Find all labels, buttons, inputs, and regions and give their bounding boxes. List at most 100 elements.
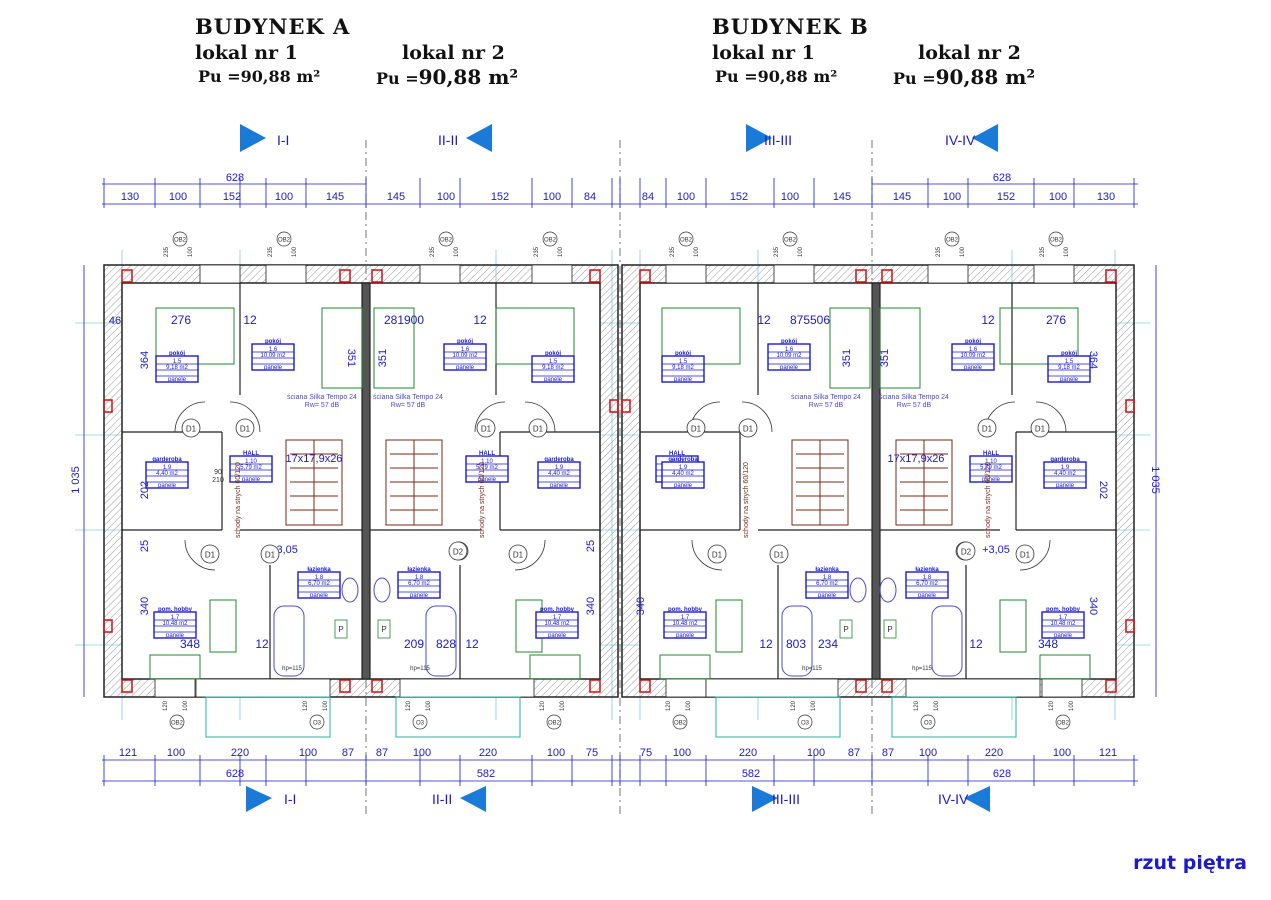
room-hall-a-floor: panele <box>242 477 261 483</box>
window-tag-bottom-6: O3 <box>920 714 936 730</box>
room-lazienka-a-number: 1.8 <box>315 575 324 581</box>
door-tag-d1b-3: D1 <box>508 544 528 564</box>
room-hobby-a-floor: panele <box>166 633 185 639</box>
window-tag-top-0: OB2 <box>172 231 188 247</box>
inner-dim-d-202: 202 <box>1097 481 1109 499</box>
door-tag-d1-0: D1 <box>181 418 201 438</box>
building-b-unit1-area: Pu =90,88 m² <box>715 67 838 86</box>
room-garderoba-b-area: 4,40 m2 <box>548 471 570 477</box>
hp-label-1: hp=115 <box>410 666 430 672</box>
svg-text:O3: O3 <box>924 721 933 727</box>
inner-dim-d-276: 276 <box>1046 313 1066 327</box>
svg-text:D2: D2 <box>961 548 972 557</box>
room-pokoj-1c-number: 1.5 <box>679 359 688 365</box>
top-total-a: 628 <box>226 172 244 184</box>
room-pokoj-2a-area: 10,09 m2 <box>260 353 286 359</box>
room-hobby-a-area: 10,48 m2 <box>162 621 188 627</box>
inner-dim-a-364: 364 <box>139 351 151 369</box>
room-hobby-b-name: pom. hobby <box>540 607 575 613</box>
room-garderoba-d-area: 4,40 m2 <box>1054 471 1076 477</box>
top-dim-a-8: 100 <box>543 191 561 203</box>
section-mark-3-bottom: III-III <box>772 791 800 807</box>
inner-dim-a-46: 46 <box>109 315 121 327</box>
stair-label-b: 17x17,9x26 <box>888 453 945 465</box>
left-side-dimension: 1 035 <box>70 466 82 494</box>
section-mark-2-bottom: II-II <box>432 791 452 807</box>
door-tag-d1b-1: D1 <box>260 544 280 564</box>
window-dim-bottom-a-4: 120 <box>666 700 672 711</box>
section-mark-4-bottom: IV-IV <box>938 791 969 807</box>
room-garderoba-a-name: garderoba <box>152 457 182 463</box>
bottom-dim-b-1: 100 <box>673 747 691 759</box>
room-hobby-b-number: 1.7 <box>553 615 562 621</box>
section-mark-2-top: II-II <box>438 132 458 148</box>
svg-text:OB2: OB2 <box>440 238 453 244</box>
window-tag-top-7: OB2 <box>1048 231 1064 247</box>
bottom-dim-a-1: 100 <box>167 747 185 759</box>
bottom-dim-b-0: 75 <box>640 747 652 759</box>
window-dim-top-b-3: 235 <box>534 246 540 257</box>
window-tag-top-1: OB2 <box>276 231 292 247</box>
top-dim-b-4: 145 <box>833 191 851 203</box>
p-mark-1: P <box>381 625 386 634</box>
pillars <box>103 269 1135 693</box>
room-pokoj-2c-number: 1.6 <box>785 347 794 353</box>
window-dim-bottom-b-5: 100 <box>811 700 817 711</box>
door-tag-d1-2: D1 <box>476 418 496 438</box>
bottom-dim-b-6: 100 <box>919 747 937 759</box>
room-hobby-d-number: 1.7 <box>1059 615 1068 621</box>
stair-note-2: schody na strych 60/120 <box>743 462 750 538</box>
room-lazienka-d-floor: panele <box>918 593 937 599</box>
room-lazienka-d-name: łazienka <box>915 567 939 573</box>
room-pokoj-2d-floor: panele <box>964 365 983 371</box>
room-lazienka-c-number: 1.8 <box>823 575 832 581</box>
room-hall-b-name: HALL <box>479 451 495 457</box>
bottom-dim-a-3: 100 <box>299 747 317 759</box>
inner-dim-b-25: 25 <box>585 540 597 552</box>
window-dim-bottom-b-1: 100 <box>323 700 329 711</box>
room-pokoj-2a-name: pokój <box>265 339 281 345</box>
svg-text:OB2: OB2 <box>278 238 291 244</box>
top-dim-b-2: 152 <box>730 191 748 203</box>
inner-dim-b-351: 351 <box>377 349 389 367</box>
building-a-unit2-area: Pu =90,88 m² <box>376 65 519 89</box>
room-hobby-c-name: pom. hobby <box>668 607 703 613</box>
window-dim-top-b-6: 235 <box>936 246 942 257</box>
svg-text:D1: D1 <box>691 425 702 434</box>
inner-dim-a-12b: 12 <box>255 637 269 651</box>
window-tag-bottom-3: OB2 <box>546 714 562 730</box>
hp-label-3: hp=115 <box>912 666 932 672</box>
svg-text:D1: D1 <box>533 425 544 434</box>
window-tag-bottom-7: OB2 <box>1055 714 1071 730</box>
door-tag-d2-1: D2 <box>956 541 976 561</box>
door-tag-d1-3: D1 <box>528 418 548 438</box>
window-tag-bottom-4: OB2 <box>672 714 688 730</box>
room-lazienka-a-floor: panele <box>310 593 329 599</box>
door-tag-d1b-5: D1 <box>769 544 789 564</box>
window-tag-bottom-1: O3 <box>309 714 325 730</box>
room-hall-a-name: HALL <box>243 451 259 457</box>
room-pokoj-2b-floor: panele <box>456 365 475 371</box>
svg-text:OB2: OB2 <box>680 238 693 244</box>
room-lazienka-a-area: 6,70 m2 <box>308 581 330 587</box>
room-pokoj-1c-floor: panele <box>674 377 693 383</box>
bottom-dim-a-2: 220 <box>231 747 249 759</box>
window-dim-top-a-2: 100 <box>454 246 460 257</box>
inner-dim-d-340: 340 <box>1087 597 1099 615</box>
room-pokoj-1d-name: pokój <box>1061 351 1077 357</box>
room-hobby-c-floor: panele <box>676 633 695 639</box>
window-tag-bottom-0: OB2 <box>169 714 185 730</box>
bottom-dim-a-6: 100 <box>413 747 431 759</box>
balconies <box>205 696 1017 738</box>
wall-note-0: ściana Silka Tempo 24 <box>287 394 357 401</box>
wall-note-1: ściana Silka Tempo 24 <box>373 394 443 401</box>
window-dim-bottom-b-7: 100 <box>1069 700 1075 711</box>
window-tag-bottom-2: O3 <box>412 714 428 730</box>
top-dim-b-8: 100 <box>1049 191 1067 203</box>
building-b-unit1-label: lokal nr 1 <box>712 42 815 64</box>
inner-dim-c-340: 340 <box>635 597 647 615</box>
room-hall-b-number: 1.10 <box>481 459 493 465</box>
